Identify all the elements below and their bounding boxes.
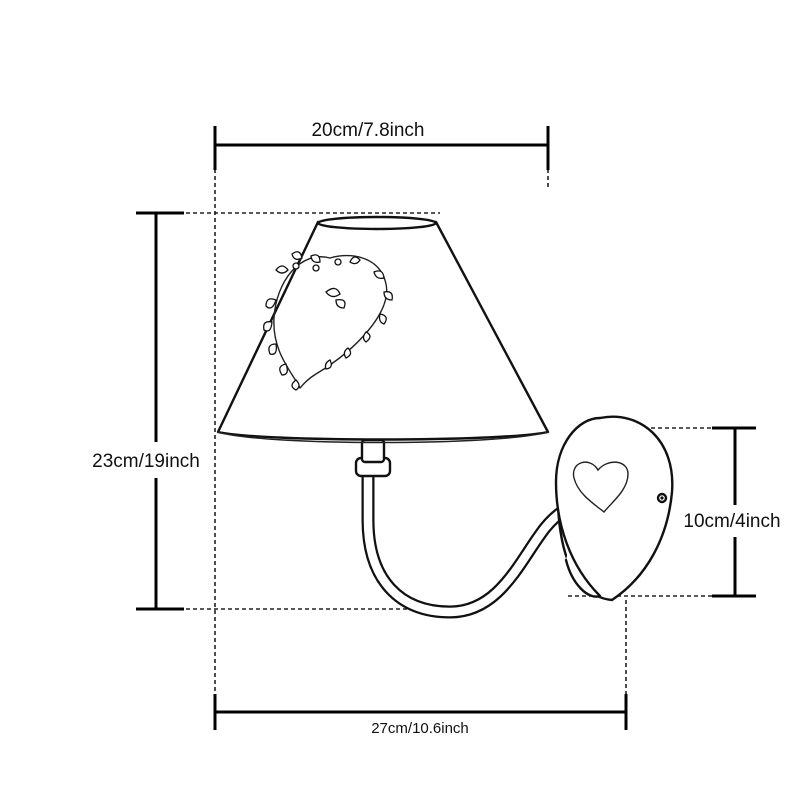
total-height-label: 23cm/19inch [92,451,200,472]
heart-wall-base [554,415,674,602]
base-height-label: 10cm/4inch [683,511,780,532]
lamp-illustration [216,215,674,619]
dimension-base-height: 10cm/4inch [683,426,781,598]
lamp-socket [360,438,386,464]
dimension-shade-width: 20cm/7.8inch [213,120,550,170]
total-depth-label: 27cm/10.6inch [371,720,469,737]
lampshade-top-opening [316,215,438,231]
floral-heart-decoration [263,251,393,391]
lamp-arm [361,463,591,619]
shade-width-label: 20cm/7.8inch [311,120,424,141]
dimension-total-height: 23cm/19inch [92,211,200,611]
dimension-total-depth: 27cm/10.6inch [213,694,628,737]
